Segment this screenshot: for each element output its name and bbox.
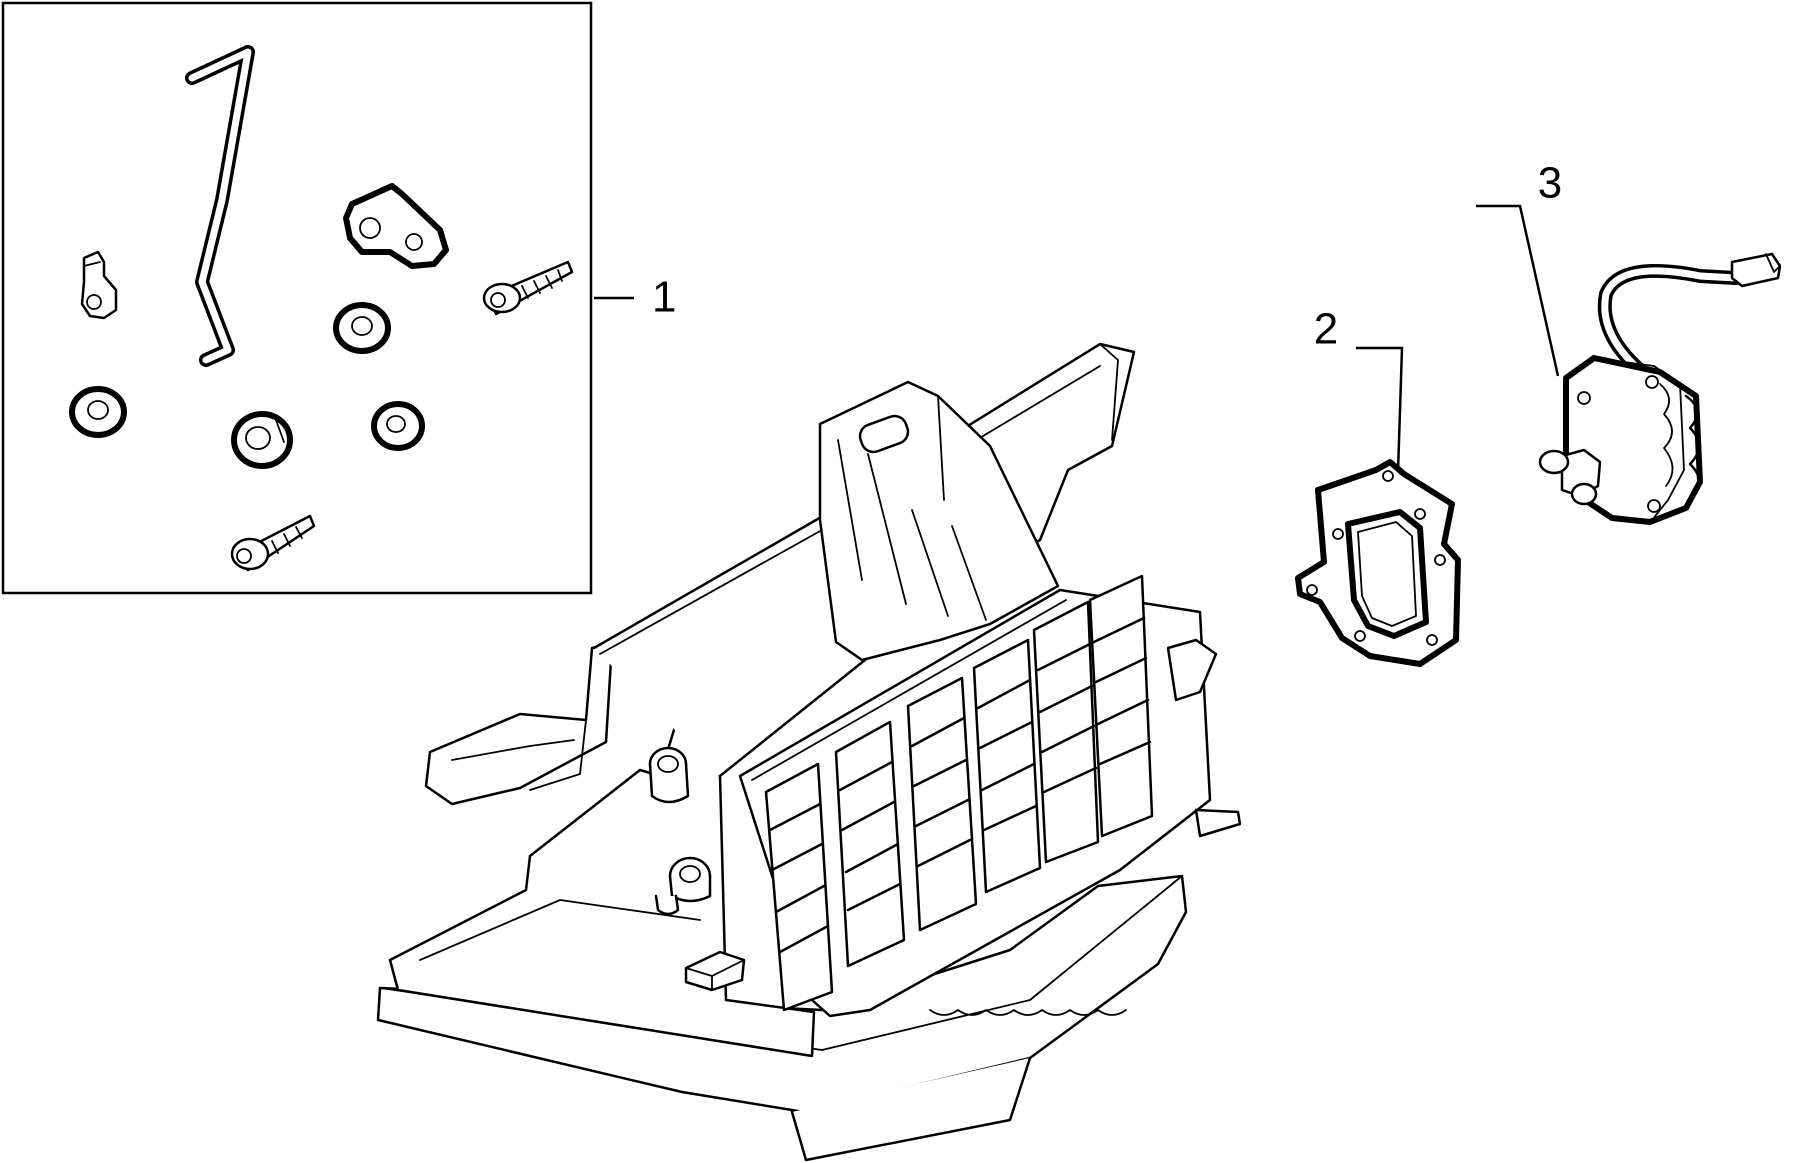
washer xyxy=(333,302,391,354)
tapping-screw xyxy=(482,260,574,316)
washer xyxy=(371,401,425,451)
washer xyxy=(69,386,127,438)
callout-2[interactable]: 2 xyxy=(1314,305,1338,354)
callout-3[interactable]: 3 xyxy=(1538,159,1562,208)
retaining-clip xyxy=(80,250,118,320)
callout-1[interactable]: 1 xyxy=(652,273,676,322)
mounting-block xyxy=(684,950,746,992)
flap-actuator-motor: 3 xyxy=(1476,159,1782,525)
hardware-kit-box: 1 xyxy=(1,1,676,595)
louvre-grid xyxy=(764,574,1154,1012)
lever-arm xyxy=(343,183,449,269)
pivot-pin xyxy=(654,856,712,916)
tapping-screw xyxy=(230,514,316,572)
actuator-gasket: 2 xyxy=(1295,305,1461,667)
heater-housing xyxy=(376,342,1242,1162)
linkage-rod xyxy=(185,45,255,367)
grommet xyxy=(231,411,293,469)
pivot-pin xyxy=(648,746,690,804)
